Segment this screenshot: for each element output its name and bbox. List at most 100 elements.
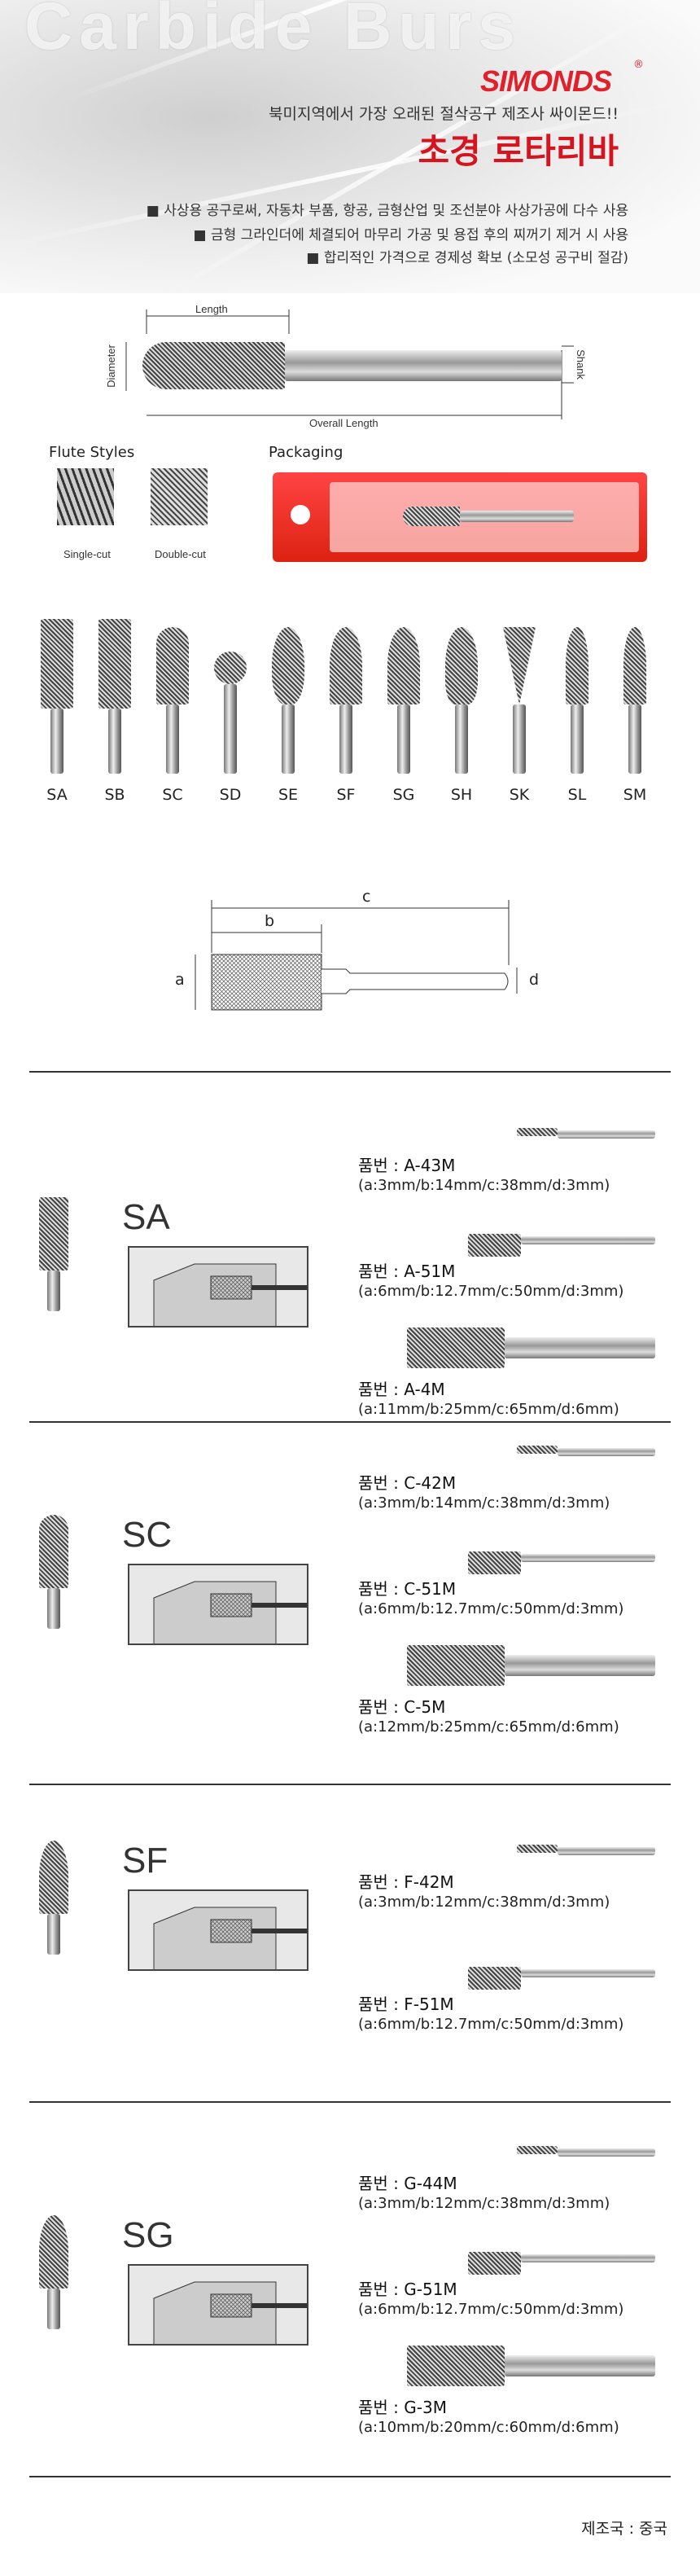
product-image-shank (521, 2254, 655, 2262)
part-spec: (a:3mm/b:12mm/c:38mm/d:3mm) (358, 1894, 610, 1911)
burr-shank-image (513, 704, 526, 774)
anatomy-lines (125, 309, 574, 419)
product-image-shank (505, 1655, 655, 1676)
lineup-label: SH (450, 786, 473, 804)
divider (29, 1421, 671, 1423)
burr-head-image (623, 627, 646, 704)
product-image-shank (521, 1236, 655, 1244)
section-burr-shank (47, 1270, 60, 1311)
burr-shank-image (108, 709, 121, 774)
product-image-shank (558, 1130, 655, 1139)
lineup-label: SB (104, 786, 125, 804)
part-number: 품번 : G-3M (358, 2398, 447, 2417)
dimension-lines (195, 900, 518, 1011)
section-code: SA (122, 1197, 170, 1237)
brand-logo: SIMONDS (480, 64, 612, 98)
anatomy-diagram: Length Diameter Shank Overall Length (104, 301, 594, 440)
lineup-item-sg: SG (379, 603, 428, 814)
product-image-head (517, 2146, 558, 2154)
lineup-item-sm: SM (610, 603, 659, 814)
divider (29, 2476, 671, 2477)
part-number: 품번 : A-43M (358, 1156, 456, 1175)
part-spec: (a:10mm/b:20mm/c:60mm/d:6mm) (358, 2419, 619, 2436)
product-image-head (517, 1128, 558, 1136)
burr-head-image (156, 627, 189, 704)
part-spec: (a:6mm/b:12.7mm/c:50mm/d:3mm) (358, 2016, 624, 2033)
divider (29, 1784, 671, 1785)
product-image-shank (558, 1847, 655, 1855)
anatomy-burr-shank (285, 350, 562, 381)
part-number: 품번 : A-51M (358, 1262, 456, 1281)
double-cut-image (151, 468, 208, 525)
lineup-item-sb: SB (90, 603, 139, 814)
product-image-head (407, 1645, 505, 1686)
country-of-origin: 제조국 : 중국 (581, 2520, 667, 2538)
bullet-2: ■ 금형 그라인더에 체결되어 마무리 가공 및 용접 후의 찌꺼기 제거 시 … (193, 227, 628, 244)
part-number: 품번 : C-42M (358, 1473, 457, 1493)
product-image-head (468, 2252, 521, 2275)
product-image-shank (558, 2148, 655, 2157)
burr-shank-image (339, 704, 352, 774)
product-image-shank (558, 1448, 655, 1456)
part-spec: (a:3mm/b:12mm/c:38mm/d:3mm) (358, 2195, 610, 2212)
lineup-item-sf: SF (322, 603, 370, 814)
lineup-item-sl: SL (553, 603, 602, 814)
burr-shank-image (455, 704, 468, 774)
burr-head-image (503, 627, 536, 704)
section-burr-image (39, 1515, 68, 1588)
product-image-head (468, 1551, 521, 1574)
section-burr-shank (47, 1588, 60, 1629)
section-sf: SF 품번 : F-42M (a:3mm/b:12mm/c:38mm/d:3mm… (0, 1808, 700, 2117)
product-image-head (468, 1967, 521, 1990)
section-burr-shank (47, 2289, 60, 2329)
section-burr-image (39, 1841, 68, 1914)
burr-head-image (445, 627, 478, 704)
burr-head-image (214, 652, 247, 684)
part-number: 품번 : A-4M (358, 1380, 445, 1399)
flute-styles: Flute Styles Single-cut Double-cut (49, 444, 244, 574)
burr-head-image (98, 619, 131, 709)
lineup-label: SL (567, 786, 587, 804)
label-diameter: Diameter (104, 344, 117, 388)
lineup-item-sh: SH (437, 603, 486, 814)
part-number: 품번 : G-44M (358, 2174, 457, 2193)
lineup-label: SC (162, 786, 183, 804)
dim-c: c (362, 888, 371, 906)
lineup-label: SM (623, 786, 647, 804)
burr-shank-image (166, 704, 179, 774)
section-burr-image (39, 2215, 68, 2289)
dim-a: a (175, 971, 185, 989)
anatomy-burr-head (142, 342, 285, 389)
burr-shank-image (571, 704, 584, 774)
lineup-item-se: SE (264, 603, 313, 814)
single-cut-label: Single-cut (63, 548, 111, 560)
lineup-item-sk: SK (495, 603, 544, 814)
dim-d: d (529, 971, 540, 989)
flute-title: Flute Styles (49, 444, 135, 461)
part-number: 품번 : F-42M (358, 1872, 454, 1892)
product-image-head (407, 2346, 505, 2386)
part-number: 품번 : C-51M (358, 1579, 457, 1599)
part-spec: (a:12mm/b:25mm/c:65mm/d:6mm) (358, 1718, 619, 1736)
hero-banner: Carbide Burs SIMONDS ® 북미지역에서 가장 오래된 절삭공… (0, 0, 700, 293)
application-illustration (128, 1889, 308, 1971)
packaging: Packaging (269, 444, 651, 574)
burr-shank-image (50, 709, 63, 774)
product-image-shank (521, 1969, 655, 1977)
packaging-image (273, 472, 647, 562)
section-sg: SG 품번 : G-44M (a:3mm/b:12mm/c:38mm/d:3mm… (0, 2134, 700, 2443)
burr-head-image (387, 627, 420, 704)
label-length: Length (195, 303, 228, 315)
burr-shank-image (397, 704, 410, 774)
part-spec: (a:3mm/b:14mm/c:38mm/d:3mm) (358, 1177, 610, 1194)
part-spec: (a:6mm/b:12.7mm/c:50mm/d:3mm) (358, 1600, 624, 1617)
part-number: 품번 : C-5M (358, 1697, 446, 1717)
watermark: Carbide Burs (24, 0, 522, 64)
divider (29, 2101, 671, 2103)
packaging-title: Packaging (269, 444, 343, 461)
application-illustration (128, 1564, 308, 1645)
part-number: 품번 : G-51M (358, 2280, 457, 2299)
product-image-head (468, 1234, 521, 1257)
product-image-shank (521, 1554, 655, 1562)
product-image-head (517, 1845, 558, 1853)
